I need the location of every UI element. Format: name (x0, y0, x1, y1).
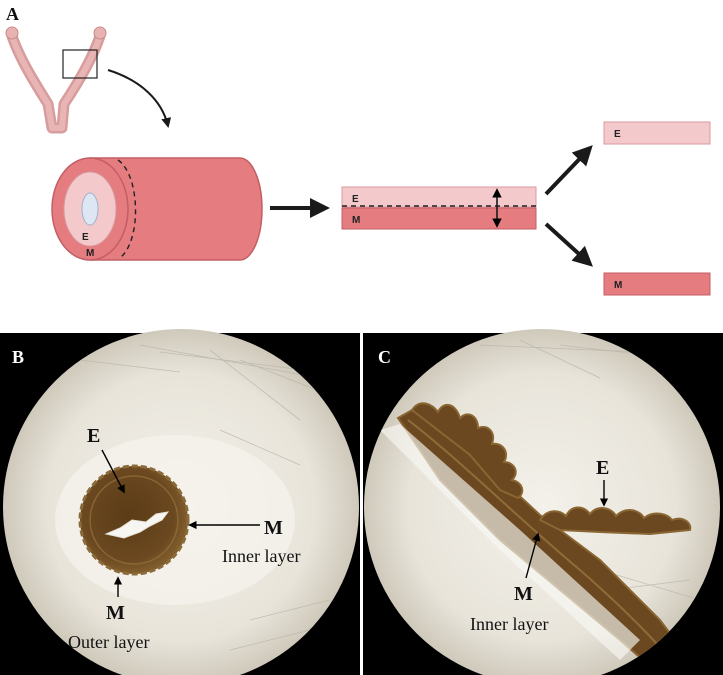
panel-a: A E M E M (5, 4, 711, 296)
separated-label-m: M (614, 280, 622, 291)
separated-endometrium: E (603, 121, 711, 145)
panel-b-label-m-outer: M (106, 602, 125, 624)
selection-box (62, 49, 98, 79)
cylinder-label-m: M (86, 248, 94, 259)
uterus-icon (5, 26, 107, 134)
panel-b-letter: B (12, 347, 24, 367)
panel-b-label-e: E (87, 425, 100, 447)
panel-b-inner-layer: Inner layer (222, 546, 300, 566)
panel-a-letter: A (6, 4, 19, 24)
separated-myometrium: M (603, 272, 711, 296)
flattened-tissue-strip: E M (341, 186, 537, 230)
panel-b-arrow-e-icon (101, 449, 125, 494)
endometrium-folds (410, 402, 524, 500)
panel-c-letter: C (378, 347, 391, 367)
panel-c-label-e: E (596, 457, 609, 479)
panel-c-arrow-m-icon (525, 532, 541, 579)
uterine-horn-cylinder: E M (51, 157, 263, 261)
panel-c-field-content (380, 339, 701, 675)
separated-label-e: E (614, 129, 621, 140)
uterine-lumen (104, 511, 170, 539)
cylinder-label-e: E (82, 232, 89, 243)
panel-c: C E M Inner layer (363, 329, 723, 675)
strip-label-e: E (352, 194, 359, 205)
lumen (81, 192, 99, 226)
panel-b-outer-layer: Outer layer (68, 632, 149, 652)
panel-b-field-content (55, 344, 331, 651)
panel-b: B E M Inner layer M Outer layer (0, 329, 360, 675)
panel-c-label-m: M (514, 583, 533, 605)
strip-label-m: M (352, 215, 360, 226)
panel-b-label-m: M (264, 517, 283, 539)
curved-arrow-icon (107, 69, 172, 128)
arrow-down-right-icon (544, 222, 593, 267)
arrow-up-right-icon (544, 145, 593, 196)
panel-c-inner-layer: Inner layer (470, 614, 548, 634)
endometrium-tail (538, 506, 692, 536)
